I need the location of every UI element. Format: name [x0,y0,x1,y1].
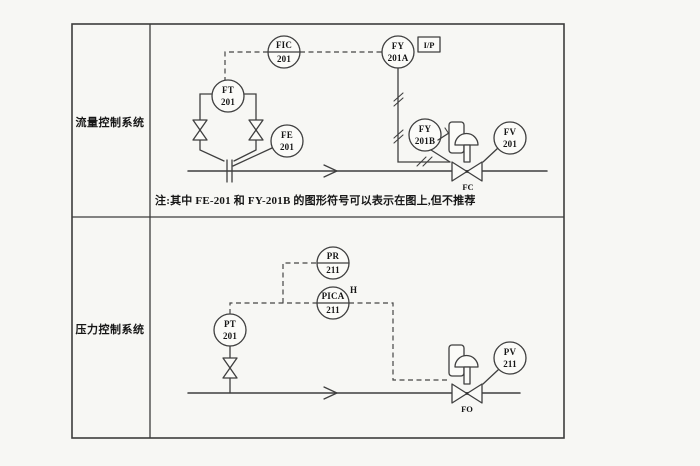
ip-label: I/P [424,40,435,50]
valve-body-right [466,161,483,182]
tag-line2: 201 [277,54,291,64]
flow-control-diagram: FT 201 FE 201 FIC 201 FY 201A I/P [155,35,548,207]
fail-open-label: FO [461,404,473,414]
flow-direction-arrow [323,386,339,400]
orifice-plate [226,159,233,183]
fy-201b-positioner: FY 201B [408,118,442,152]
electric-signal-ft-fic [224,51,268,80]
valve-body-right [466,383,483,404]
valve-body-left [451,383,468,404]
diaphragm-actuator-dome [454,132,479,146]
tag-line2: 201 [223,331,237,341]
pt-201-transmitter: PT 201 [213,313,247,347]
tag-line2: 211 [503,359,517,369]
tag-line1: PICA [322,291,345,301]
valve-stem [463,366,471,385]
electric-signal-branch-pr [282,262,317,303]
tag-line2: 211 [326,265,340,275]
pneumatic-slash-mark-2 [393,129,404,144]
flow-control-valve: FC [448,121,483,192]
tag-line1: FV [504,127,517,137]
tag-line1: PV [504,347,517,357]
pv-leader-line [482,369,499,385]
pressure-control-valve: FO [448,344,483,414]
tag-line2: 211 [326,305,340,315]
tag-line2: 201 [221,97,235,107]
tag-line2: 201B [415,136,435,146]
fy201b-connector-line [430,149,451,163]
tag-line1: PR [327,251,340,261]
tag-line1: FT [222,85,234,95]
ip-converter-box: I/P [417,36,441,53]
flow-direction-arrow [323,164,339,178]
instrument-circle [211,79,245,113]
diaphragm-actuator-dome [454,354,479,368]
fe-201-element: FE 201 [270,124,304,158]
tag-line1: FY [392,41,405,51]
instrument-circle [493,121,527,155]
instrument-circle [493,341,527,375]
pneumatic-slash-mark-3 [416,156,433,167]
ft-201-transmitter: FT 201 [211,79,245,113]
fic-201-controller: FIC 201 [267,35,301,69]
tag-line1: FE [281,130,293,140]
tag-line1: PT [224,319,236,329]
valve-body-left [451,161,468,182]
root-block-valve [222,357,238,379]
tag-line2: 201A [388,53,409,63]
pica-211-controller: PICA 211 H [316,285,357,320]
pneumatic-signal-line [397,67,451,163]
pneumatic-slash-mark-1 [393,92,404,107]
flow-section-label: 流量控制系统 [76,115,145,129]
fail-close-label: FC [462,182,473,192]
electric-signal-pt-pica [229,302,317,314]
high-alarm-label: H [350,285,357,295]
fv-leader-line [482,147,499,163]
valve-stem [463,144,471,163]
label-box [417,36,441,53]
pr-211-recorder: PR 211 [316,246,350,280]
block-valve-right [248,119,264,141]
instrument-circle [408,118,442,152]
block-valve-left [192,119,208,141]
valve-center-dot [465,392,469,395]
tag-line1: FIC [276,40,292,50]
instrument-circle [270,124,304,158]
tag-line1: FY [419,124,432,134]
pressure-section-label: 压力控制系统 [76,322,145,336]
note-text: 注:其中 FE-201 和 FY-201B 的图形符号可以表示在图上,但不推荐 [155,193,476,207]
valve-center-dot [465,170,469,173]
electric-signal-pica-valve [349,302,450,381]
diagram-border [71,23,565,439]
fy-201a-converter: FY 201A [381,35,415,69]
tag-line2: 201 [280,142,294,152]
tag-line2: 201 [503,139,517,149]
pressure-control-diagram: PT 201 PR 211 PICA 211 H [187,246,527,414]
fe-leader-line [232,147,273,167]
pv-211-valve-tag: PV 211 [493,341,527,375]
fv-201-valve-tag: FV 201 [493,121,527,155]
